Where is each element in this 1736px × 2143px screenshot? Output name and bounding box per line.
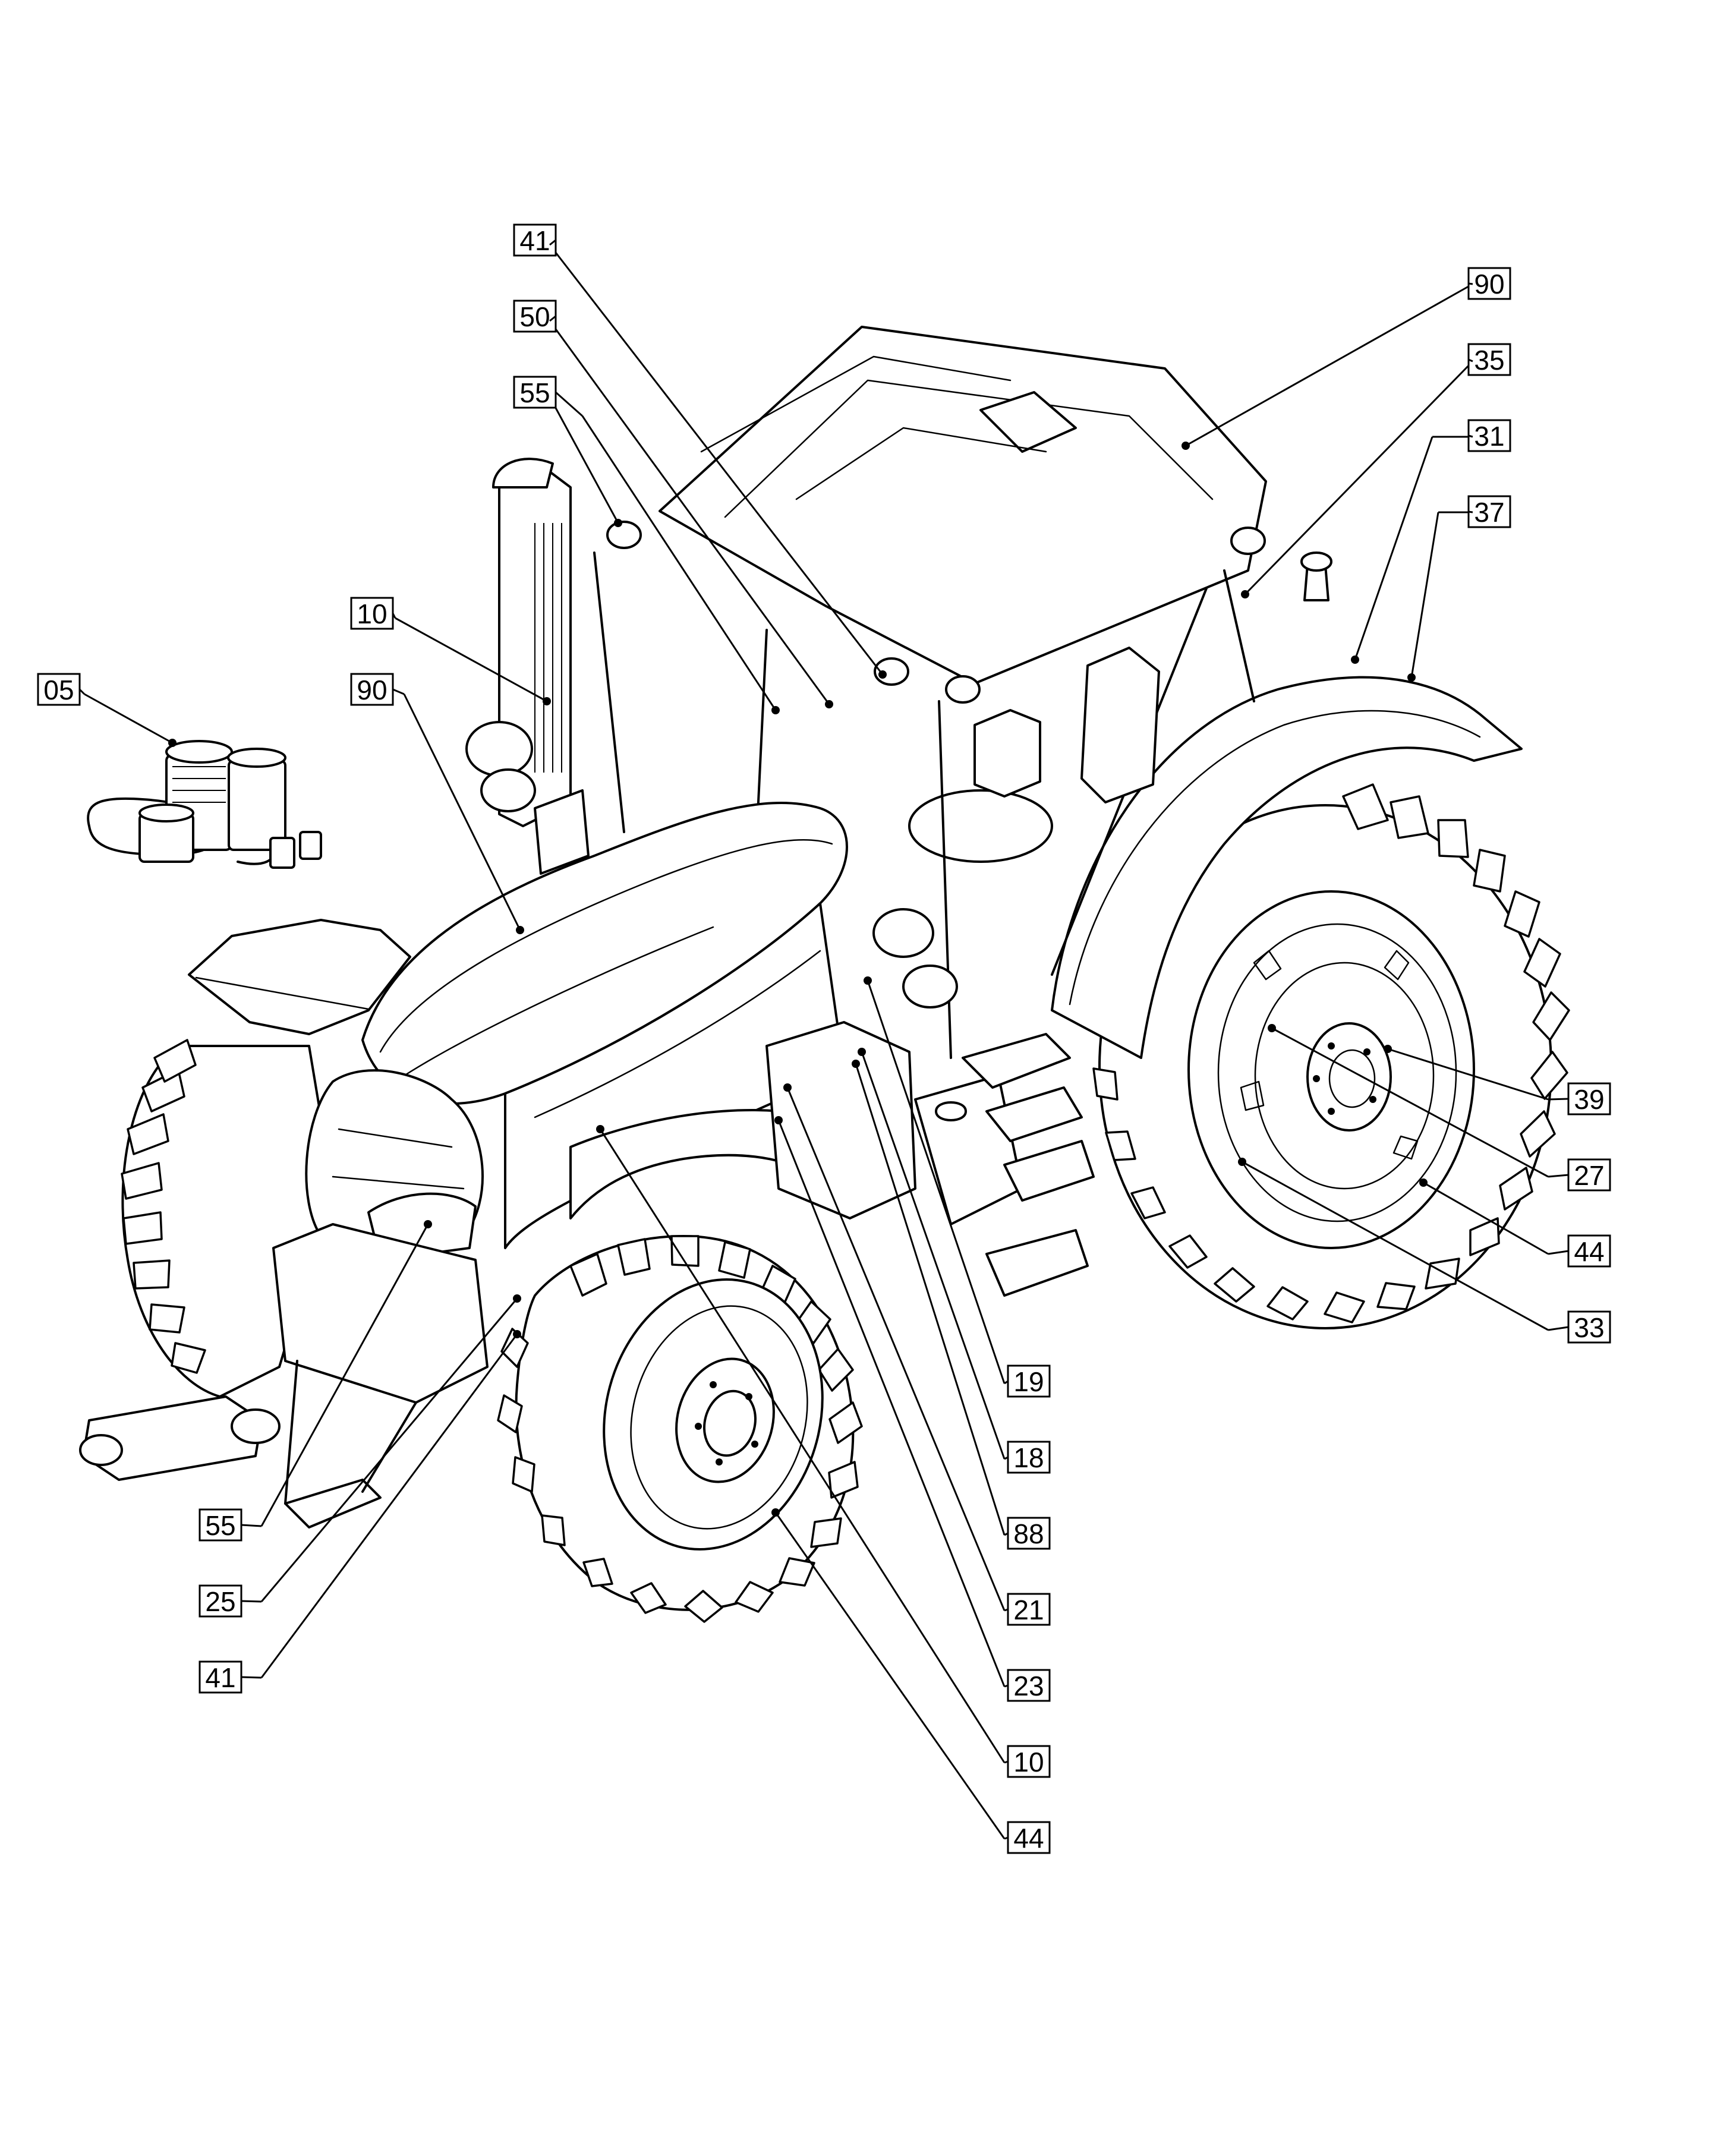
callout-27[interactable]: 27 — [1567, 1158, 1611, 1192]
callout-label: 44 — [1574, 1236, 1604, 1267]
right-rear-tire — [1092, 783, 1570, 1329]
callout-label: 88 — [1013, 1518, 1044, 1549]
callout-21[interactable]: 21 — [1007, 1593, 1051, 1626]
callout-label: 10 — [357, 598, 387, 629]
callout-37[interactable]: 37 — [1467, 495, 1511, 528]
callout-label: 55 — [519, 377, 550, 408]
callout-label: 44 — [1013, 1823, 1044, 1854]
callout-44-bottom[interactable]: 44 — [1007, 1821, 1051, 1854]
callout-label: 90 — [357, 675, 387, 705]
callout-41-bottom[interactable]: 41 — [199, 1660, 242, 1694]
callout-label: 25 — [205, 1586, 235, 1617]
callout-label: 31 — [1474, 421, 1504, 452]
callout-33[interactable]: 33 — [1567, 1310, 1611, 1344]
callout-label: 41 — [519, 225, 550, 256]
callout-23[interactable]: 23 — [1007, 1669, 1051, 1702]
callout-50[interactable]: 50 — [513, 300, 557, 333]
callout-label: 21 — [1013, 1594, 1044, 1625]
callout-31[interactable]: 31 — [1467, 419, 1511, 452]
callout-label: 10 — [1013, 1747, 1044, 1778]
callout-18[interactable]: 18 — [1007, 1441, 1051, 1474]
callout-label: 27 — [1574, 1160, 1604, 1191]
callout-label: 05 — [43, 675, 74, 705]
callout-label: 39 — [1574, 1084, 1604, 1115]
leader-lines — [84, 244, 1549, 1839]
callout-19[interactable]: 19 — [1007, 1364, 1051, 1398]
steps — [765, 1021, 1095, 1297]
cab — [593, 326, 1332, 1059]
callout-25[interactable]: 25 — [199, 1584, 242, 1618]
callout-label: 18 — [1013, 1442, 1044, 1473]
front-wheel — [497, 1235, 863, 1623]
front-hitch — [79, 1223, 489, 1529]
callout-label: 55 — [205, 1510, 235, 1541]
callout-90-right[interactable]: 90 — [1467, 267, 1511, 300]
callout-10-left[interactable]: 10 — [350, 597, 394, 630]
callout-90-left[interactable]: 90 — [350, 673, 394, 706]
callout-label: 35 — [1474, 345, 1504, 376]
callout-44-right[interactable]: 44 — [1567, 1234, 1611, 1268]
callout-label: 41 — [205, 1662, 235, 1693]
tractor-illustration — [79, 326, 1570, 1623]
callout-39[interactable]: 39 — [1567, 1082, 1611, 1115]
exhaust-stack — [492, 458, 590, 875]
callout-41-top[interactable]: 41 — [513, 223, 557, 257]
callout-label: 19 — [1013, 1366, 1044, 1397]
callout-label: 37 — [1474, 497, 1504, 528]
callout-label: 33 — [1574, 1312, 1604, 1343]
callout-label: 90 — [1474, 269, 1504, 300]
callout-35[interactable]: 35 — [1467, 343, 1511, 376]
callout-label: 50 — [519, 301, 550, 332]
callout-55-bottom[interactable]: 55 — [199, 1508, 242, 1542]
callout-55-top[interactable]: 55 — [513, 376, 557, 409]
filter-kit-illustration — [87, 740, 322, 869]
leader-stubs — [78, 239, 1569, 1840]
callout-88[interactable]: 88 — [1007, 1517, 1051, 1550]
callout-label: 23 — [1013, 1671, 1044, 1701]
callout-05[interactable]: 05 — [37, 673, 81, 706]
callout-10-bottom[interactable]: 10 — [1007, 1745, 1051, 1778]
